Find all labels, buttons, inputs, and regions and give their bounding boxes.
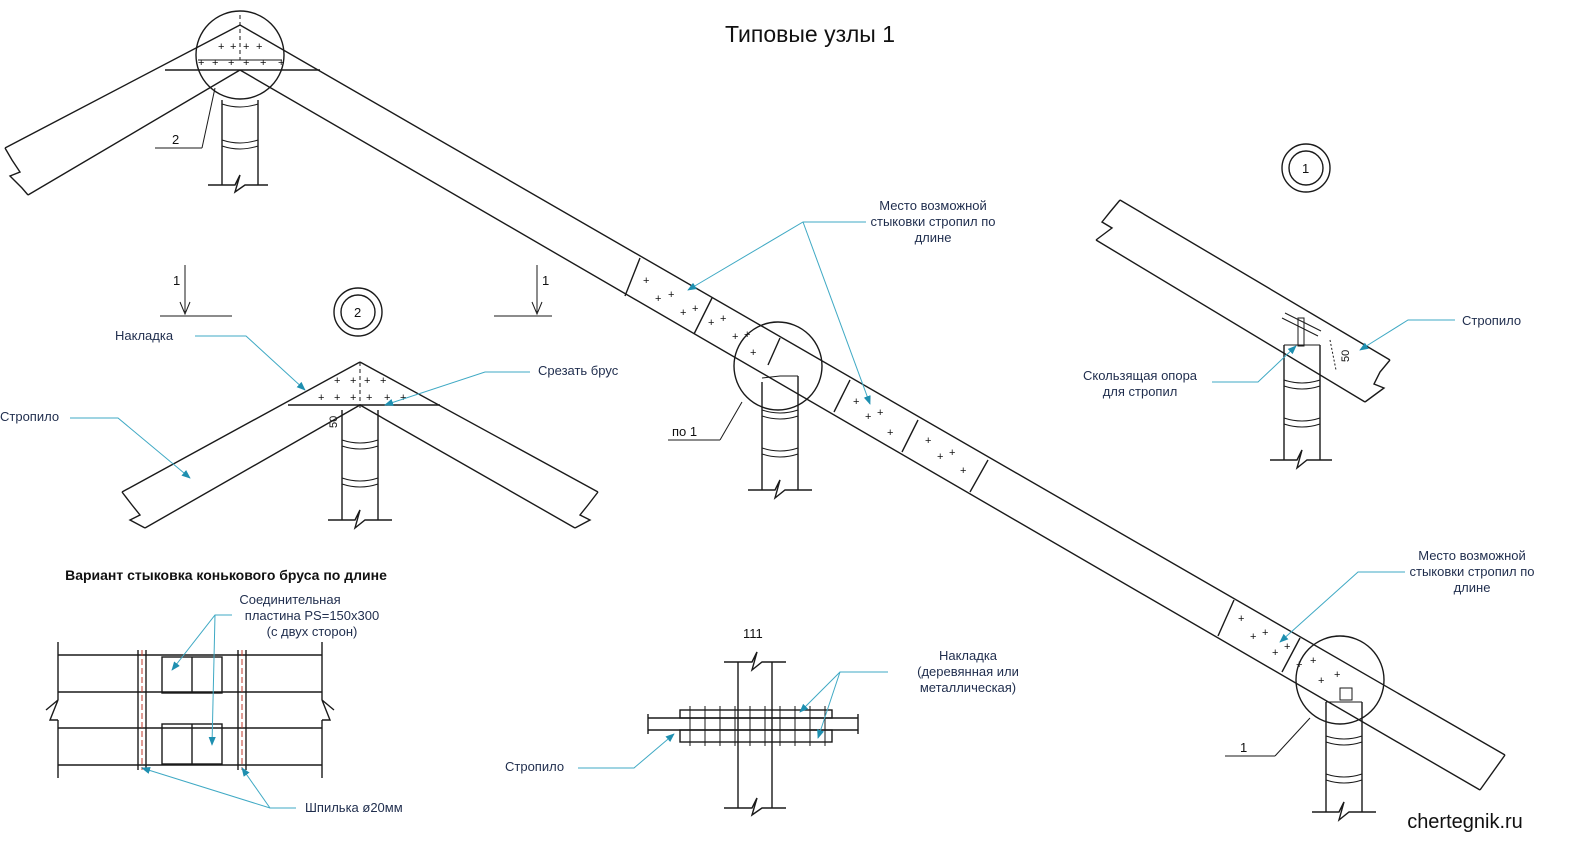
svg-text:+: + [732, 331, 738, 343]
section-111-stropilo-label: Стропило [505, 759, 564, 774]
svg-text:+: + [1318, 675, 1324, 687]
svg-text:+: + [198, 57, 204, 69]
svg-text:+: + [692, 303, 698, 315]
svg-text:+: + [1334, 669, 1340, 681]
svg-text:+: + [256, 41, 262, 53]
node-2-nakladka-label: Накладка [115, 328, 174, 343]
node-1-dimension: 50 [1340, 350, 1352, 362]
section-marks: 1 1 [160, 265, 552, 317]
overlay-note-line1: Накладка [939, 648, 998, 663]
node-2-number: 2 [354, 305, 361, 320]
svg-text:+: + [350, 375, 356, 387]
svg-text:+: + [1310, 655, 1316, 667]
svg-text:+: + [350, 392, 356, 404]
plate-note-line2: пластина PS=150x300 [245, 608, 379, 623]
joint-note-2-line1: Место возможной [1418, 548, 1526, 563]
ridge-beam-splice: Вариант стыковка конькового бруса по дли… [45, 567, 403, 815]
joint-note-1-line1: Место возможной [879, 198, 987, 213]
watermark: chertegnik.ru [1407, 811, 1523, 833]
main-ridge-assembly: ++++ ++++++ 2 [4, 10, 1506, 791]
node-1-number: 1 [1302, 161, 1309, 176]
sheet-title: Типовые узлы 1 [725, 21, 895, 47]
joint-note-2-line2: стыковки стропил по [1409, 564, 1534, 579]
svg-text:+: + [925, 435, 931, 447]
bottom-joint-circle [1295, 635, 1385, 725]
svg-text:+: + [877, 407, 883, 419]
svg-text:+: + [949, 447, 955, 459]
ridge-beam-heading: Вариант стыковка конькового бруса по дли… [65, 567, 387, 583]
section-111-label: 111 [743, 626, 763, 641]
sliding-support-line2: для стропил [1103, 384, 1178, 399]
svg-text:+: + [228, 57, 234, 69]
svg-text:+: + [853, 396, 859, 408]
svg-text:+: + [218, 41, 224, 53]
overlay-note-line3: металлическая) [920, 680, 1016, 695]
svg-text:+: + [278, 57, 284, 69]
middle-joint-circle [733, 321, 823, 411]
svg-text:+: + [865, 411, 871, 423]
svg-text:+: + [384, 392, 390, 404]
svg-text:+: + [708, 317, 714, 329]
node-1-stropilo-label: Стропило [1462, 313, 1521, 328]
po1-label: по 1 [672, 424, 697, 439]
svg-text:+: + [243, 57, 249, 69]
joint-note-1-line3: длине [915, 230, 952, 245]
svg-text:+: + [887, 427, 893, 439]
svg-text:+: + [655, 293, 661, 305]
node-2-srezat-label: Срезать брус [538, 363, 619, 378]
stud-note: Шпилька ø20мм [305, 800, 403, 815]
ridge-callout-number: 2 [172, 132, 179, 147]
node-2-stropilo-label: Стропило [0, 409, 59, 424]
bottom-callout-number: 1 [1240, 740, 1247, 755]
svg-text:+: + [318, 392, 324, 404]
svg-text:+: + [1284, 641, 1290, 653]
svg-text:+: + [680, 307, 686, 319]
svg-text:+: + [937, 451, 943, 463]
svg-text:+: + [400, 392, 406, 404]
overlay-note-line2: (деревянная или [917, 664, 1019, 679]
node-2-detail: 2 + + + + + + + + + + 50 Накладка Срезать брус С… [0, 287, 619, 530]
svg-text:+: + [380, 375, 386, 387]
ridge-detail-circle [195, 10, 285, 100]
plate-note-line3: (с двух сторон) [267, 624, 358, 639]
section-mark-left: 1 [173, 273, 180, 288]
svg-text:+: + [960, 465, 966, 477]
svg-text:+: + [212, 57, 218, 69]
bottom-rafter-joint: +++++ ++++ 1 Место возможной стыковки ст… [1217, 548, 1535, 822]
svg-text:+: + [1262, 627, 1268, 639]
joint-note-2-line3: длине [1454, 580, 1491, 595]
plate-note-line1: Соединительная [239, 592, 340, 607]
svg-text:+: + [1272, 647, 1278, 659]
svg-text:+: + [643, 275, 649, 287]
svg-text:+: + [720, 313, 726, 325]
section-111-detail: 111 Накладка (деревянная или металлическ… [505, 626, 1019, 817]
svg-text:+: + [334, 375, 340, 387]
svg-text:+: + [750, 347, 756, 359]
middle-rafter-joint: +++++ +++++ ++++ ++++ по 1 Место возможн… [624, 198, 996, 500]
svg-text:+: + [260, 57, 266, 69]
svg-text:+: + [364, 375, 370, 387]
svg-text:+: + [1250, 631, 1256, 643]
sliding-support-line1: Скользящая опора [1083, 368, 1198, 383]
svg-text:+: + [366, 392, 372, 404]
node-1-detail: 1 50 Стропило Скользящая опора для строп… [1083, 143, 1521, 470]
node-2-dimension: 50 [328, 416, 340, 428]
svg-text:+: + [230, 41, 236, 53]
svg-text:+: + [334, 392, 340, 404]
svg-text:+: + [1238, 613, 1244, 625]
svg-text:+: + [668, 289, 674, 301]
joint-note-1-line2: стыковки стропил по [870, 214, 995, 229]
svg-text:+: + [243, 41, 249, 53]
section-mark-right: 1 [542, 273, 549, 288]
